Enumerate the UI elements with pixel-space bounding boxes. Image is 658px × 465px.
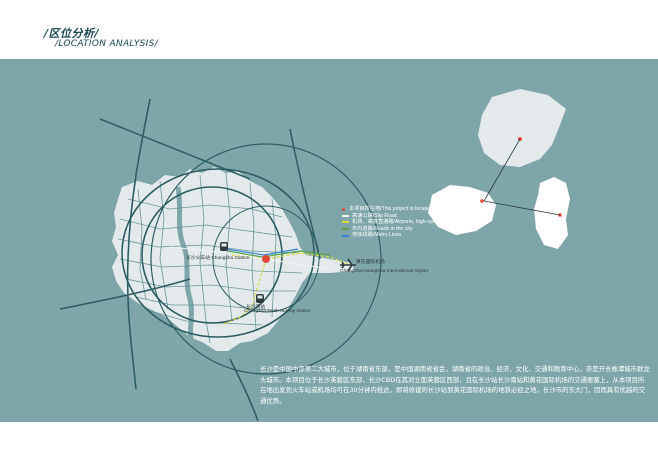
legend-label: 高速公路/Slip Road	[352, 212, 397, 219]
legend-item-airport-rail: 机场、高铁直通路/Airports, high-speed rail	[342, 219, 450, 226]
legend-label: 机场、高铁直通路/Airports, high-speed rail	[352, 219, 450, 226]
slip-road-line	[169, 246, 331, 270]
green-line-icon	[342, 228, 349, 231]
legend-item-metro: 地铁线路/Metro Lines	[342, 232, 450, 239]
city-road-line	[227, 250, 331, 258]
airplane-icon	[340, 258, 356, 272]
legend-label: 地铁线路/Metro Lines	[352, 232, 402, 239]
inset-connector-lines	[483, 138, 561, 216]
white-line-icon	[342, 214, 349, 217]
south-station-rail-line	[221, 258, 267, 326]
location-description: 长沙是中国中部第二大城市，位于湖南省东部，是中国湖南省省会，湖南省的政治、经济、…	[260, 365, 650, 405]
project-location-marker	[262, 255, 270, 263]
south-station-label-cn: 长沙南站	[246, 305, 266, 310]
location-map	[59, 89, 570, 422]
radius-circle-large	[150, 143, 382, 375]
red-dot-icon	[342, 207, 345, 211]
river	[175, 186, 195, 348]
blue-line-icon	[342, 234, 349, 237]
changsha-inset-map	[534, 177, 570, 249]
hunan-inset-map	[428, 185, 496, 235]
legend-item-slip-road: 高速公路/Slip Road	[342, 213, 450, 220]
china-inset-map	[478, 89, 566, 167]
yellow-dashed-line-icon	[342, 221, 349, 224]
legend-item-project: 本项目所在地/This project is located	[342, 206, 450, 213]
page-subtitle: /LOCATION ANALYSIS/	[55, 39, 158, 49]
page-title: /区位分析/	[44, 27, 100, 40]
south-station-label-en: Changsha south railway station	[244, 309, 311, 314]
legend-item-city-roads: 市内道路/Roads in the city	[342, 226, 450, 233]
radius-circle-small	[212, 205, 320, 313]
legend-label: 本项目所在地/This project is located	[349, 206, 432, 212]
legend-label: 市内道路/Roads in the city	[352, 225, 413, 232]
train-icon-changsha-station	[220, 242, 228, 251]
map-legend: 本项目所在地/This project is located 高速公路/Slip…	[342, 206, 450, 239]
train-icon-south-station	[256, 294, 264, 303]
city-road-network	[117, 172, 303, 344]
airport-label-cn: 黄花国际机场	[356, 260, 385, 265]
changsha-station-label: 长沙火车站 Changsha Station	[186, 256, 250, 261]
metro-line	[225, 248, 299, 256]
airport-label: Changsha Huanghua International Airport	[340, 269, 429, 274]
location-map-panel: 本项目所在地/This project is located 高速公路/Slip…	[0, 59, 658, 422]
